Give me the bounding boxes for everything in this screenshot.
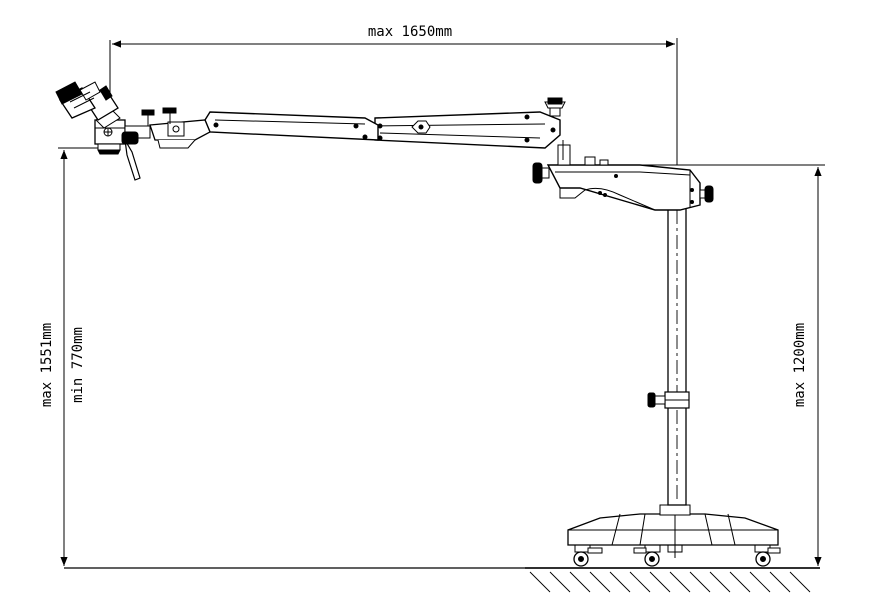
stand-column: [664, 204, 690, 506]
arm-top-knob: [544, 97, 566, 117]
caster-left: [573, 545, 603, 567]
head-knob-right: [699, 185, 714, 203]
dimension-left-max-label: max 1551mm: [39, 323, 55, 407]
coupling-joint: [149, 119, 211, 149]
dimension-left-min-label: min 770mm: [70, 327, 86, 403]
arm-inner-segment: [204, 111, 379, 141]
floor-line: [64, 567, 820, 593]
arm-pivot: [557, 140, 571, 166]
caster-center: [667, 545, 683, 558]
dimension-left-height: max 1551mm min 770mm: [39, 147, 120, 566]
height-lock-knob: [647, 392, 666, 408]
dimension-right-height: max 1200mm: [560, 164, 825, 566]
arm-mount-head: [546, 164, 701, 211]
dimension-top-label: max 1650mm: [368, 24, 452, 40]
arm-outer-segment: [374, 111, 561, 149]
head-top-cap: [584, 156, 609, 166]
caster-right: [754, 545, 781, 567]
dimension-top-width: max 1650mm: [109, 24, 678, 165]
stand-base: [567, 504, 779, 555]
microscope-handle: [121, 131, 141, 181]
binocular-eyepieces: [55, 81, 121, 129]
coupling-knob-right: [162, 107, 177, 124]
head-knob-left: [532, 162, 550, 184]
caster-center-left: [633, 545, 661, 567]
dimension-right-label: max 1200mm: [792, 323, 808, 407]
